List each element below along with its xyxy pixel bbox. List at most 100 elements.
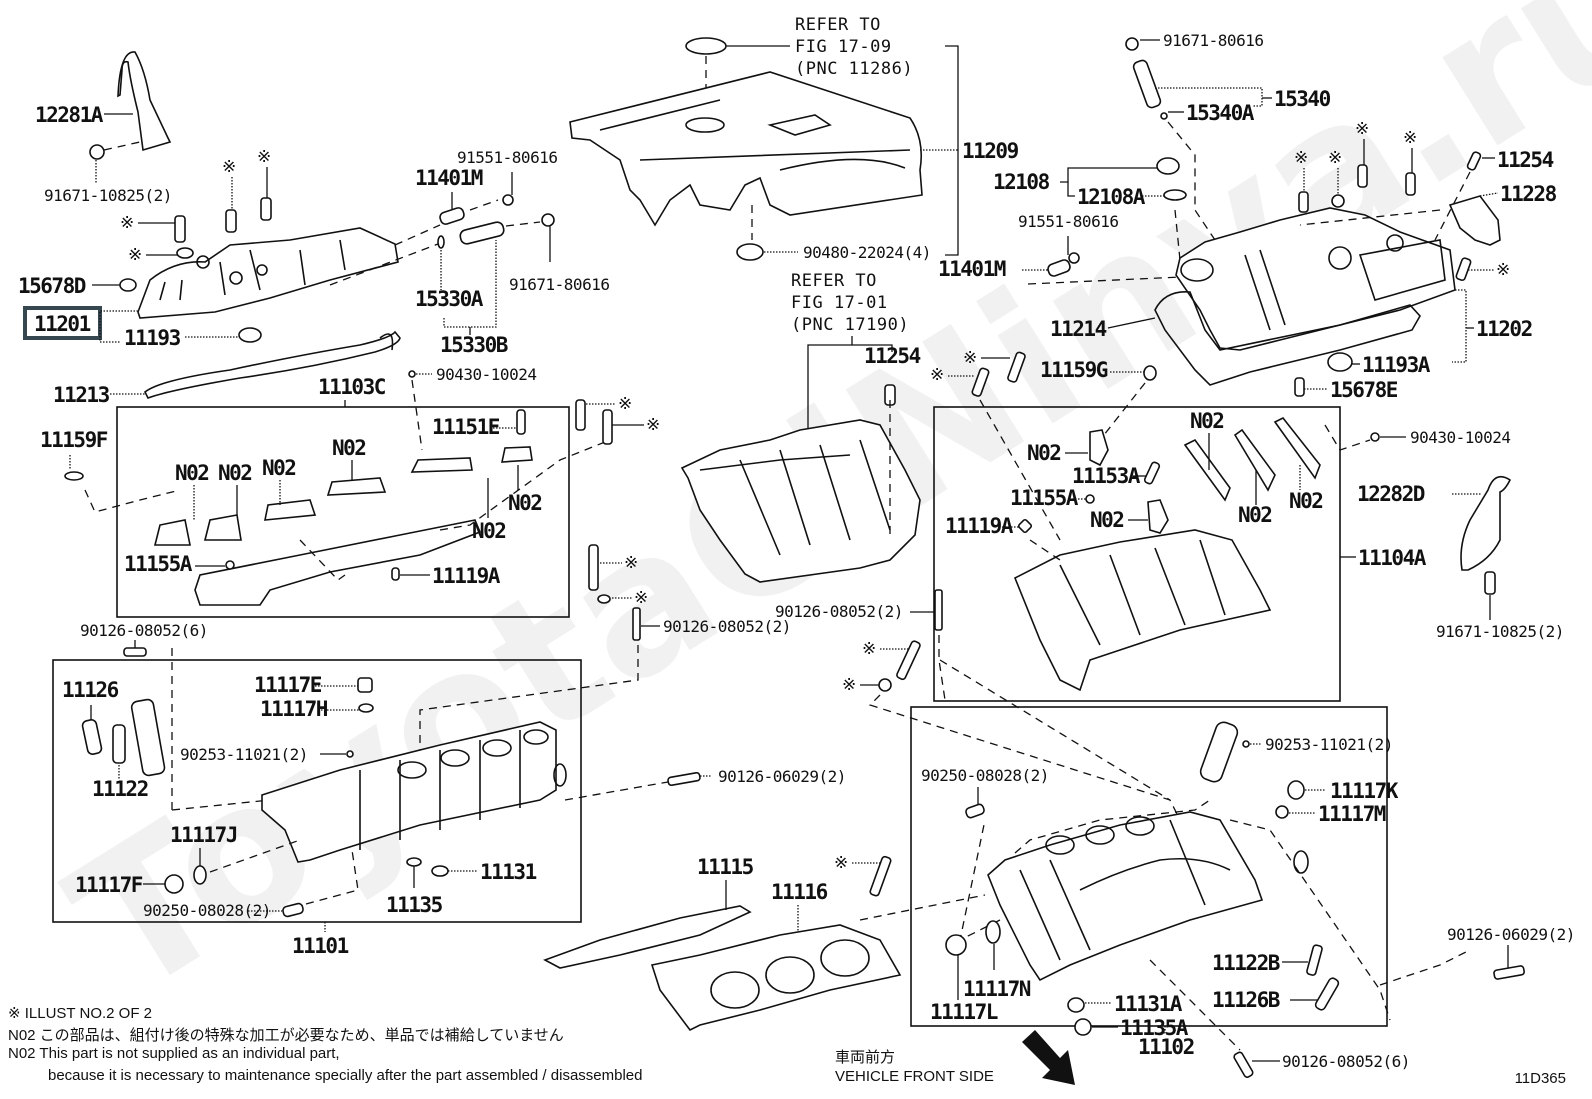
stud-90126-06029-center[interactable] [667, 771, 701, 787]
callout-12108[interactable]: 12108 [993, 170, 1051, 194]
pin-90250-left[interactable] [282, 902, 304, 918]
callout-11401M-right[interactable]: 11401M [938, 257, 1007, 281]
callout-12282D[interactable]: 12282D [1357, 482, 1426, 506]
callout-90126-08052-6-right[interactable]: 90126-08052(6) [1282, 1052, 1410, 1071]
stud-90126-06029-right[interactable] [1493, 965, 1525, 980]
plug-11131[interactable] [431, 865, 449, 877]
pin-11119A-left[interactable] [391, 567, 400, 581]
stud-90126-08052-2-left[interactable] [632, 607, 641, 641]
camshaft-bearing-caps[interactable] [153, 446, 533, 546]
callout-91551-80616-left[interactable]: 91551-80616 [457, 148, 558, 167]
bolt[interactable] [260, 197, 272, 221]
callout-11119A-left[interactable]: 11119A [432, 564, 502, 588]
callout-90126-06029-center[interactable]: 90126-06029(2) [718, 767, 846, 786]
callout-90253-11021-right[interactable]: 90253-11021(2) [1265, 735, 1393, 754]
callout-15678D[interactable]: 15678D [18, 274, 87, 298]
callout-11117F[interactable]: 11117F [75, 873, 144, 897]
head-gasket-11116[interactable] [650, 924, 902, 1032]
gasket-11117H[interactable] [358, 703, 374, 713]
bracket-11228[interactable] [1448, 195, 1501, 246]
callout-11115[interactable]: 11115 [697, 855, 755, 879]
washer[interactable] [878, 678, 892, 692]
callout-90430-10024-left[interactable]: 90430-10024 [436, 365, 537, 384]
callout-12108A[interactable]: 12108A [1077, 185, 1147, 209]
callout-11119A-right[interactable]: 11119A [945, 514, 1015, 538]
pin-11119A-right[interactable] [1017, 518, 1033, 534]
plug-11135A[interactable] [1074, 1018, 1092, 1036]
callout-11159F[interactable]: 11159F [40, 428, 109, 452]
callout-90126-08052-2-left[interactable]: 90126-08052(2) [663, 617, 791, 636]
bearing-cap[interactable] [1147, 499, 1169, 534]
callout-11202[interactable]: 11202 [1476, 317, 1533, 341]
pin-11155A-right[interactable] [1085, 494, 1095, 504]
cylinder-head-cover-11202[interactable] [1175, 207, 1456, 351]
gasket-11213[interactable] [143, 330, 401, 399]
stud-90126-08052-2-center[interactable] [934, 589, 943, 631]
bolt[interactable] [896, 640, 921, 681]
plug-15678D[interactable] [119, 278, 137, 292]
ring-pin-90430-left[interactable] [408, 370, 416, 378]
washer-11159G[interactable] [1143, 365, 1157, 381]
callout-11117J[interactable]: 11117J [170, 823, 238, 847]
ornament[interactable] [685, 37, 727, 55]
pin-90253-left[interactable] [346, 750, 354, 758]
callout-11193[interactable]: 11193 [124, 326, 182, 350]
bolt-91551-right[interactable] [1068, 252, 1080, 264]
gasket-11115[interactable] [543, 905, 752, 969]
callout-91671-10825-left[interactable]: 91671-10825(2) [44, 186, 172, 205]
oil-control-valve-15330B[interactable] [459, 221, 505, 245]
camshaft-housing[interactable] [194, 519, 482, 606]
cylinder-head-11101[interactable] [261, 721, 567, 863]
pcv-valve-11254-right[interactable] [1466, 151, 1482, 171]
gasket-11117J[interactable] [193, 865, 207, 885]
callout-11155A-right[interactable]: 11155A [1010, 486, 1080, 510]
callout-11117K[interactable]: 11117K [1330, 779, 1400, 803]
callout-90126-08052-2-center[interactable]: 90126-08052(2) [775, 602, 903, 621]
bolt-11153A[interactable] [1143, 461, 1161, 485]
callout-11126B[interactable]: 11126B [1212, 988, 1281, 1012]
plug-11117F[interactable] [164, 874, 184, 894]
o-ring-15330A[interactable] [437, 235, 445, 249]
callout-15340A[interactable]: 15340A [1186, 101, 1256, 125]
callout-90480-22024[interactable]: 90480-22024(4) [803, 243, 931, 262]
bolt[interactable] [602, 409, 613, 445]
sensor-11401M-left[interactable] [439, 207, 466, 226]
callout-11193A[interactable]: 11193A [1362, 353, 1432, 377]
guide-11126[interactable] [81, 719, 103, 755]
oil-control-valve-15340[interactable] [1132, 59, 1162, 109]
plug-11135[interactable] [406, 857, 422, 867]
bolt[interactable] [1405, 172, 1416, 196]
callout-11228[interactable]: 11228 [1500, 182, 1558, 206]
gasket-11193A[interactable] [1327, 352, 1353, 372]
pin-11155A-left[interactable] [225, 560, 235, 570]
callout-11155A-left[interactable]: 11155A [124, 552, 194, 576]
ring-pin-90430-right[interactable] [1370, 432, 1380, 442]
plug-15678E[interactable] [1294, 377, 1305, 397]
guide-11122B[interactable] [1306, 944, 1323, 976]
bolt[interactable] [174, 215, 186, 243]
nut[interactable] [1331, 194, 1345, 208]
stud-90126-08052-right[interactable] [1233, 1051, 1254, 1078]
callout-11131A[interactable]: 11131A [1114, 992, 1184, 1016]
bracket-12282D[interactable] [1460, 475, 1512, 571]
pin-90250-right[interactable] [965, 803, 985, 819]
bolt[interactable] [225, 209, 237, 233]
callout-91551-80616-right[interactable]: 91551-80616 [1018, 212, 1119, 231]
cylinder-head-11102[interactable] [987, 811, 1264, 982]
callout-12281A[interactable]: 12281A [35, 103, 105, 127]
bolt-11151E[interactable] [516, 409, 526, 435]
stud-90126-08052-left[interactable] [123, 647, 147, 657]
washer[interactable] [176, 247, 194, 259]
callout-11117E[interactable]: 11117E [254, 673, 323, 697]
callout-90250-08028-right[interactable]: 90250-08028(2) [921, 766, 1049, 785]
callout-11214[interactable]: 11214 [1050, 317, 1108, 341]
bolt[interactable] [1357, 164, 1368, 188]
callout-11117L[interactable]: 11117L [930, 1000, 999, 1024]
callout-91671-80616-left[interactable]: 91671-80616 [509, 275, 610, 294]
callout-11103C[interactable]: 11103C [318, 375, 387, 399]
callout-90430-10024-right[interactable]: 90430-10024 [1410, 428, 1511, 447]
bolt-91671-80616-right[interactable] [1125, 37, 1139, 51]
gasket-12108A[interactable] [1163, 189, 1187, 201]
callout-90250-08028-left[interactable]: 90250-08028(2) [143, 901, 271, 920]
callout-11117M[interactable]: 11117M [1318, 802, 1387, 826]
